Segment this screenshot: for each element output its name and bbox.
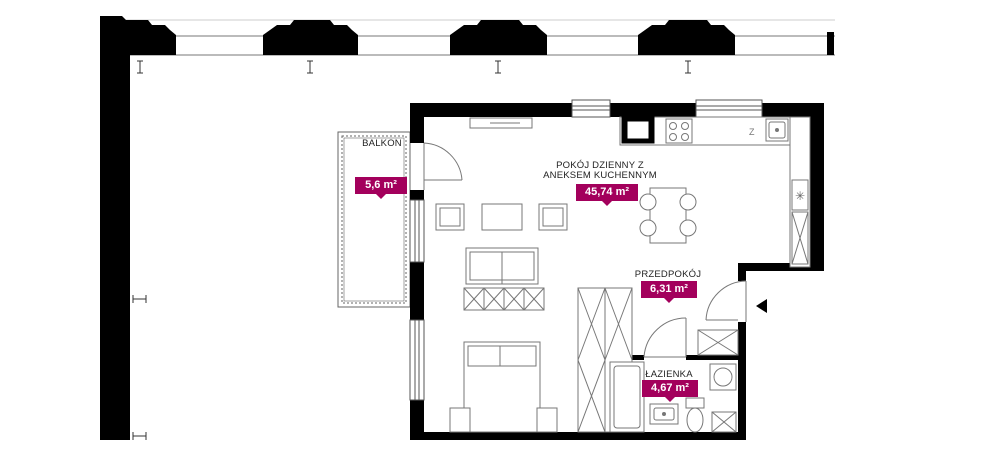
balkon-name: BALKON xyxy=(362,138,402,149)
lazienka-name: ŁAZIENKA xyxy=(645,369,693,380)
balcony-outline xyxy=(337,131,411,308)
svg-text:Z: Z xyxy=(749,127,755,137)
living-furniture xyxy=(435,117,633,433)
lazienka-area-badge: 4,67 m² xyxy=(642,380,698,402)
balcony-door xyxy=(423,142,463,190)
lazienka-label: ŁAZIENKA xyxy=(634,370,704,380)
living-label: POKÓJ DZIENNY Z ANEKSEM KUCHENNYM xyxy=(525,161,675,181)
przedpokoj-area-badge: 6,31 m² xyxy=(641,281,697,303)
balkon-area-badge: 5,6 m² xyxy=(355,177,407,199)
dining-table xyxy=(639,187,697,244)
bathroom-fixtures xyxy=(609,361,737,433)
svg-text:✳: ✳ xyxy=(795,189,805,203)
hallway xyxy=(643,280,747,358)
windows xyxy=(409,99,763,401)
living-name-line2: ANEKSEM KUCHENNYM xyxy=(543,170,657,181)
facade-pillars xyxy=(100,16,834,55)
entrance-arrow-icon xyxy=(756,299,767,313)
przedpokoj-name: PRZEDPOKÓJ xyxy=(634,269,702,280)
living-area-badge: 45,74 m² xyxy=(576,184,638,206)
apartment-walls xyxy=(410,103,824,440)
facade-markers xyxy=(137,60,691,74)
living-name-line1: POKÓJ DZIENNY Z xyxy=(556,160,644,171)
kitchen: Z ✳ xyxy=(619,116,811,268)
balkon-label: BALKON xyxy=(346,139,418,149)
left-building-wall xyxy=(100,55,147,440)
przedpokoj-label: PRZEDPOKÓJ xyxy=(628,270,708,280)
